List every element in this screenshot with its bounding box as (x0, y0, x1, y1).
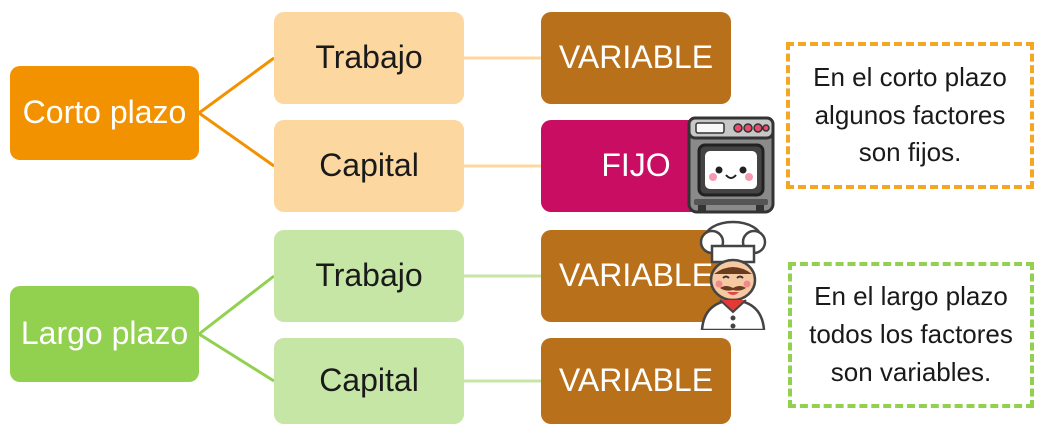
oven-icon (687, 116, 775, 214)
corto-plazo-label: Corto plazo (22, 94, 187, 131)
largo-plazo-node: Largo plazo (10, 286, 199, 382)
largo-capital-node: Capital (274, 338, 464, 424)
type-label: VARIABLE (558, 362, 714, 399)
factor-label: Trabajo (315, 257, 423, 294)
connector-largo-trabajo (198, 274, 275, 336)
note-text: En el largo plazo todos los factores son… (809, 281, 1013, 387)
corto-plazo-node: Corto plazo (10, 66, 199, 160)
factor-label: Capital (319, 147, 419, 184)
type-label: FIJO (601, 147, 671, 184)
connector-largo-capital (198, 332, 275, 383)
factor-label: Trabajo (315, 39, 423, 76)
largo-capital-type-node: VARIABLE (541, 338, 731, 424)
note-text: En el corto plazo algunos factores son f… (813, 61, 1007, 168)
largo-plazo-label: Largo plazo (20, 315, 189, 352)
corto-trabajo-node: Trabajo (274, 12, 464, 104)
corto-capital-node: Capital (274, 120, 464, 212)
type-label: VARIABLE (558, 39, 714, 76)
factor-label: Capital (319, 362, 419, 399)
connector-corto-trabajo (198, 56, 275, 115)
largo-plazo-note: En el largo plazo todos los factores son… (788, 262, 1034, 408)
largo-trabajo-node: Trabajo (274, 230, 464, 322)
largo-trabajo-type-node: VARIABLE (541, 230, 731, 322)
chef-icon (699, 220, 767, 330)
corto-plazo-note: En el corto plazo algunos factores son f… (786, 42, 1034, 189)
connector-corto-capital (198, 111, 275, 168)
corto-trabajo-type-node: VARIABLE (541, 12, 731, 104)
type-label: VARIABLE (558, 257, 714, 294)
